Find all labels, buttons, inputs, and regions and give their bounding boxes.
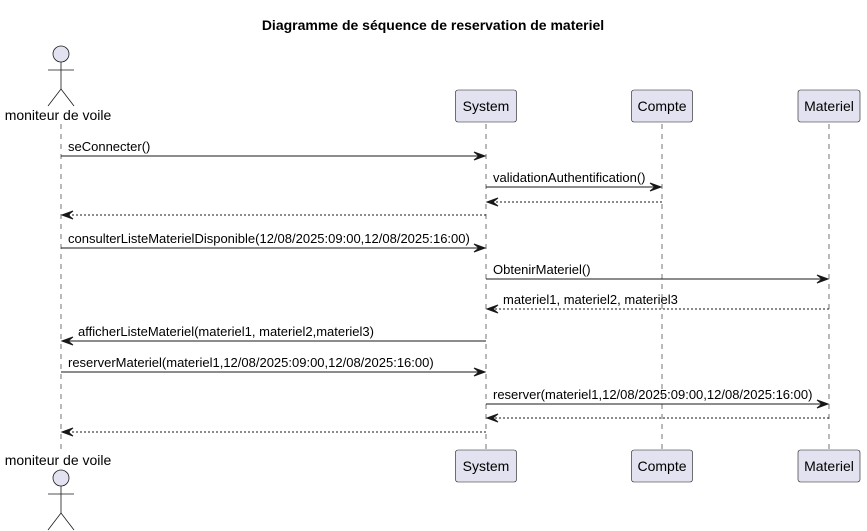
- message-7: materiel1, materiel2, materiel3: [485, 292, 829, 314]
- actor-head: [52, 45, 70, 63]
- actor-figure-top: [47, 45, 75, 107]
- actor-legs: [47, 88, 75, 107]
- message-9: reserverMateriel(materiel1,12/08/2025:09…: [61, 355, 487, 377]
- message-1: seConnecter(): [61, 139, 487, 161]
- message-arrowhead: [816, 399, 830, 409]
- message-arrowhead: [485, 413, 499, 423]
- message-arrowhead: [649, 182, 663, 192]
- message-label: reserver(materiel1,12/08/2025:09:00,12/0…: [493, 387, 812, 402]
- actor-figure-bottom: [47, 469, 75, 531]
- message-label: consulterListeMaterielDisponible(12/08/2…: [68, 231, 470, 246]
- participant-box-compte-bottom: [631, 449, 693, 483]
- participant-box-materiel-top: [797, 89, 861, 123]
- participant-box-system-top: [455, 89, 517, 123]
- message-arrowhead: [816, 274, 830, 284]
- participant-label-materiel-top: Materiel: [804, 98, 854, 114]
- message-arrowhead: [473, 367, 487, 377]
- participant-label-moniteur-bottom: moniteur de voile: [5, 452, 112, 468]
- message-2: validationAuthentification(): [486, 170, 663, 192]
- message-arrowhead: [60, 210, 74, 220]
- message-label: afficherListeMateriel(materiel1, materie…: [78, 324, 374, 339]
- participant-label-compte-bottom: Compte: [637, 458, 686, 474]
- message-label: validationAuthentification(): [493, 170, 645, 185]
- message-12: [60, 427, 486, 437]
- message-arrowhead: [485, 197, 499, 207]
- participant-label-system-bottom: System: [463, 458, 510, 474]
- message-arrowhead: [473, 151, 487, 161]
- participant-box-system-bottom: [455, 449, 517, 483]
- message-10: reserver(materiel1,12/08/2025:09:00,12/0…: [486, 387, 830, 409]
- message-arrowhead: [473, 243, 487, 253]
- message-4: [60, 210, 486, 220]
- message-11: [485, 413, 829, 423]
- participant-label-materiel-bottom: Materiel: [804, 458, 854, 474]
- message-arrowhead: [60, 427, 74, 437]
- message-label: reserverMateriel(materiel1,12/08/2025:09…: [68, 355, 434, 370]
- actor-head: [52, 469, 70, 487]
- participant-box-compte-top: [631, 89, 693, 123]
- message-label: seConnecter(): [68, 139, 150, 154]
- diagram-title: Diagramme de séquence de reservation de …: [262, 17, 604, 33]
- message-arrowhead: [60, 336, 74, 346]
- message-5: consulterListeMaterielDisponible(12/08/2…: [61, 231, 487, 253]
- actor-legs: [47, 512, 75, 531]
- message-6: ObtenirMateriel(): [486, 262, 830, 284]
- message-3: [485, 197, 662, 207]
- participant-box-materiel-bottom: [797, 449, 861, 483]
- message-arrowhead: [485, 304, 499, 314]
- message-label: ObtenirMateriel(): [493, 262, 591, 277]
- participant-label-compte-top: Compte: [637, 98, 686, 114]
- participant-label-system-top: System: [463, 98, 510, 114]
- participant-label-moniteur-top: moniteur de voile: [5, 107, 112, 123]
- message-8: afficherListeMateriel(materiel1, materie…: [60, 324, 486, 346]
- message-label: materiel1, materiel2, materiel3: [503, 292, 678, 307]
